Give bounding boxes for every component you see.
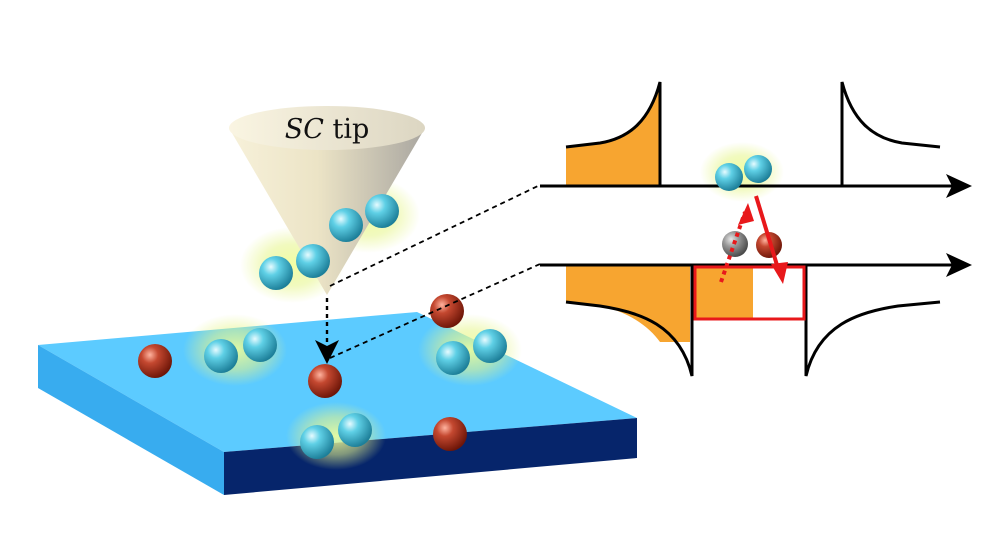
quasiparticle-icon — [138, 344, 172, 378]
cooper-pair-icon — [365, 194, 399, 228]
sample-filled-states-in-gap — [695, 267, 753, 319]
substrate-left-face — [38, 345, 224, 495]
cooper-pair-icon — [473, 329, 507, 363]
tip-top-face — [229, 106, 425, 150]
cooper-pair-icon — [744, 155, 772, 183]
red-dotted-arrowhead — [738, 203, 754, 225]
zoom-lines — [329, 184, 541, 359]
transition-window-box — [693, 265, 806, 321]
tip-dos-curve-left — [565, 81, 662, 186]
andreev-transition-arrows — [719, 195, 788, 284]
red-solid-arrow — [754, 195, 782, 276]
cooper-pair-icon — [715, 163, 743, 191]
tip-label-rest: tip — [324, 114, 369, 145]
quasiparticle-icon — [308, 364, 342, 398]
cooper-pair-icon — [296, 244, 330, 278]
cooper-pair-icon — [436, 341, 470, 375]
cooper-pair-icon — [243, 328, 277, 362]
tip-label-italic: SC — [285, 114, 324, 145]
substrate-front-face — [224, 418, 637, 495]
cooper-pair-icon — [329, 208, 363, 242]
tip-cooper-pair-lower — [259, 244, 330, 290]
superconducting-tip-cone — [229, 106, 425, 295]
sample-dos-curve-right — [804, 265, 941, 377]
tip-dos-panel — [540, 81, 972, 198]
cooper-pair-icon — [338, 413, 372, 447]
tip-dos-curve-right — [840, 81, 941, 186]
tip-axis-arrowhead — [946, 174, 972, 198]
sample-dos-panel — [540, 231, 972, 377]
cooper-pair-icon — [259, 256, 293, 290]
tip-filled-states — [566, 82, 660, 186]
cooper-pair-icon — [300, 425, 334, 459]
sample-filled-states — [566, 265, 690, 342]
tip-label: SC tip — [285, 114, 370, 145]
red-solid-arrowhead — [771, 262, 788, 284]
cooper-pair-icon — [204, 339, 238, 373]
sample-dos-curve-left — [565, 265, 694, 377]
sample-axis-arrowhead — [946, 253, 972, 277]
tip-cooper-pair-upper — [329, 194, 399, 242]
quasiparticle-icon — [433, 417, 467, 451]
quasiparticle-icon — [430, 294, 464, 328]
